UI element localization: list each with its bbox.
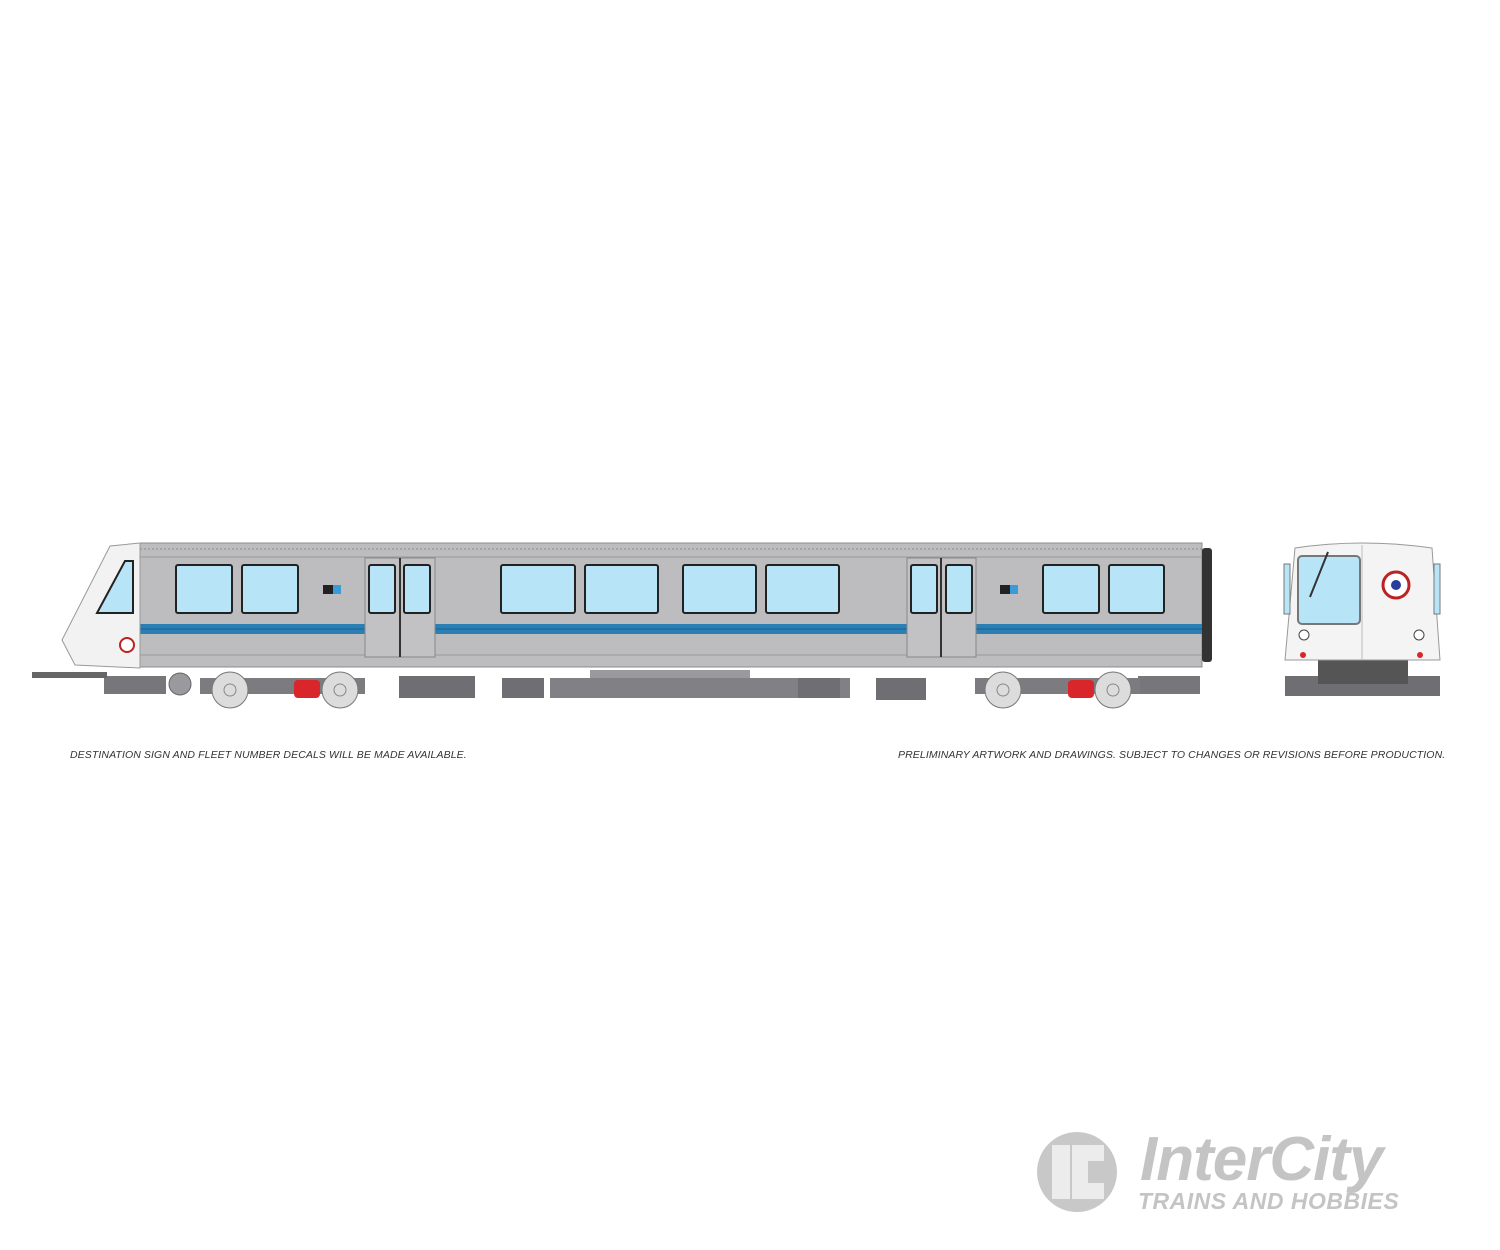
end-view [1283, 542, 1441, 696]
intercity-watermark: InterCity TRAINS AND HOBBIES [1036, 1125, 1446, 1215]
brake-unit [294, 680, 320, 698]
caption-decals-note: DESTINATION SIGN AND FLEET NUMBER DECALS… [70, 749, 467, 761]
truck-rear [975, 671, 1140, 709]
truck-front [168, 671, 365, 709]
watermark-name: InterCity [1140, 1125, 1383, 1194]
bicentennial-emblem [119, 637, 135, 653]
underframe-equipment [32, 670, 1200, 700]
windows [175, 564, 1165, 614]
intercity-emblem [1037, 1132, 1117, 1212]
bart-logo [323, 585, 1018, 594]
brake-unit [1068, 680, 1094, 698]
caption-preliminary-note: PRELIMINARY ARTWORK AND DRAWINGS. SUBJEC… [898, 749, 1446, 761]
watermark-tagline: TRAINS AND HOBBIES [1138, 1188, 1400, 1214]
wiper [1309, 551, 1329, 598]
cab-nose [61, 542, 141, 669]
